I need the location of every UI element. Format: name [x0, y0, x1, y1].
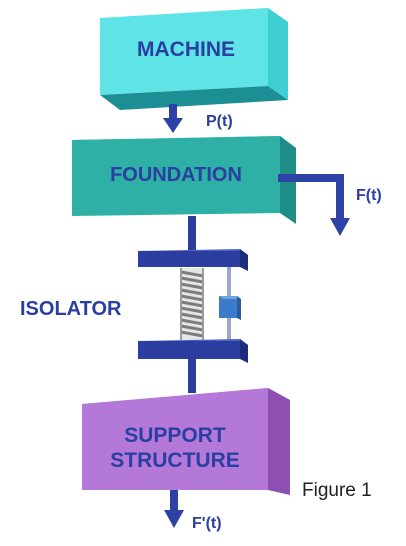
isolator-label: ISOLATOR [20, 298, 122, 320]
load-arrow-head [163, 118, 183, 133]
foundation-front-face [72, 136, 280, 216]
lower-rod [188, 359, 196, 393]
spring-coil [180, 270, 204, 338]
upper-rod [188, 216, 196, 250]
force-arrow-head [330, 218, 350, 236]
load-arrow-pt [163, 104, 183, 133]
machine-front-face [100, 8, 268, 95]
machine-bottom-face [100, 86, 288, 110]
damper-body [219, 296, 237, 318]
machine-side-face [268, 8, 288, 100]
force-arrow-ft [278, 174, 350, 236]
force-arrow-vertical [336, 174, 344, 220]
foundation-label: FOUNDATION [110, 164, 242, 186]
support-front-face [82, 388, 268, 490]
upper-plate-side [240, 249, 248, 271]
force-arrow-horizontal [278, 174, 344, 182]
load-arrow-shaft [169, 104, 177, 120]
machine-label: MACHINE [137, 38, 235, 61]
isolator-assembly [138, 249, 248, 363]
transmitted-arrow-head [164, 510, 184, 528]
machine-block [100, 8, 288, 110]
damper-icon [219, 267, 241, 341]
force-label-fprime: F'(t) [192, 515, 222, 532]
support-label-line1: SUPPORT [124, 424, 226, 447]
figure-caption: Figure 1 [302, 480, 372, 501]
transmitted-arrow-shaft [170, 490, 178, 512]
transmitted-force-arrow [164, 490, 184, 528]
force-label-pt: P(t) [206, 113, 233, 130]
spring-icon [180, 268, 204, 340]
upper-plate [138, 251, 240, 267]
support-structure-label: SUPPORT STRUCTURE [82, 424, 268, 474]
lower-plate [138, 341, 240, 359]
lower-plate-side [240, 339, 248, 363]
force-label-ft: F(t) [356, 187, 382, 204]
support-side-face [268, 388, 290, 495]
support-structure-block [82, 388, 290, 495]
support-label-line2: STRUCTURE [110, 448, 240, 472]
